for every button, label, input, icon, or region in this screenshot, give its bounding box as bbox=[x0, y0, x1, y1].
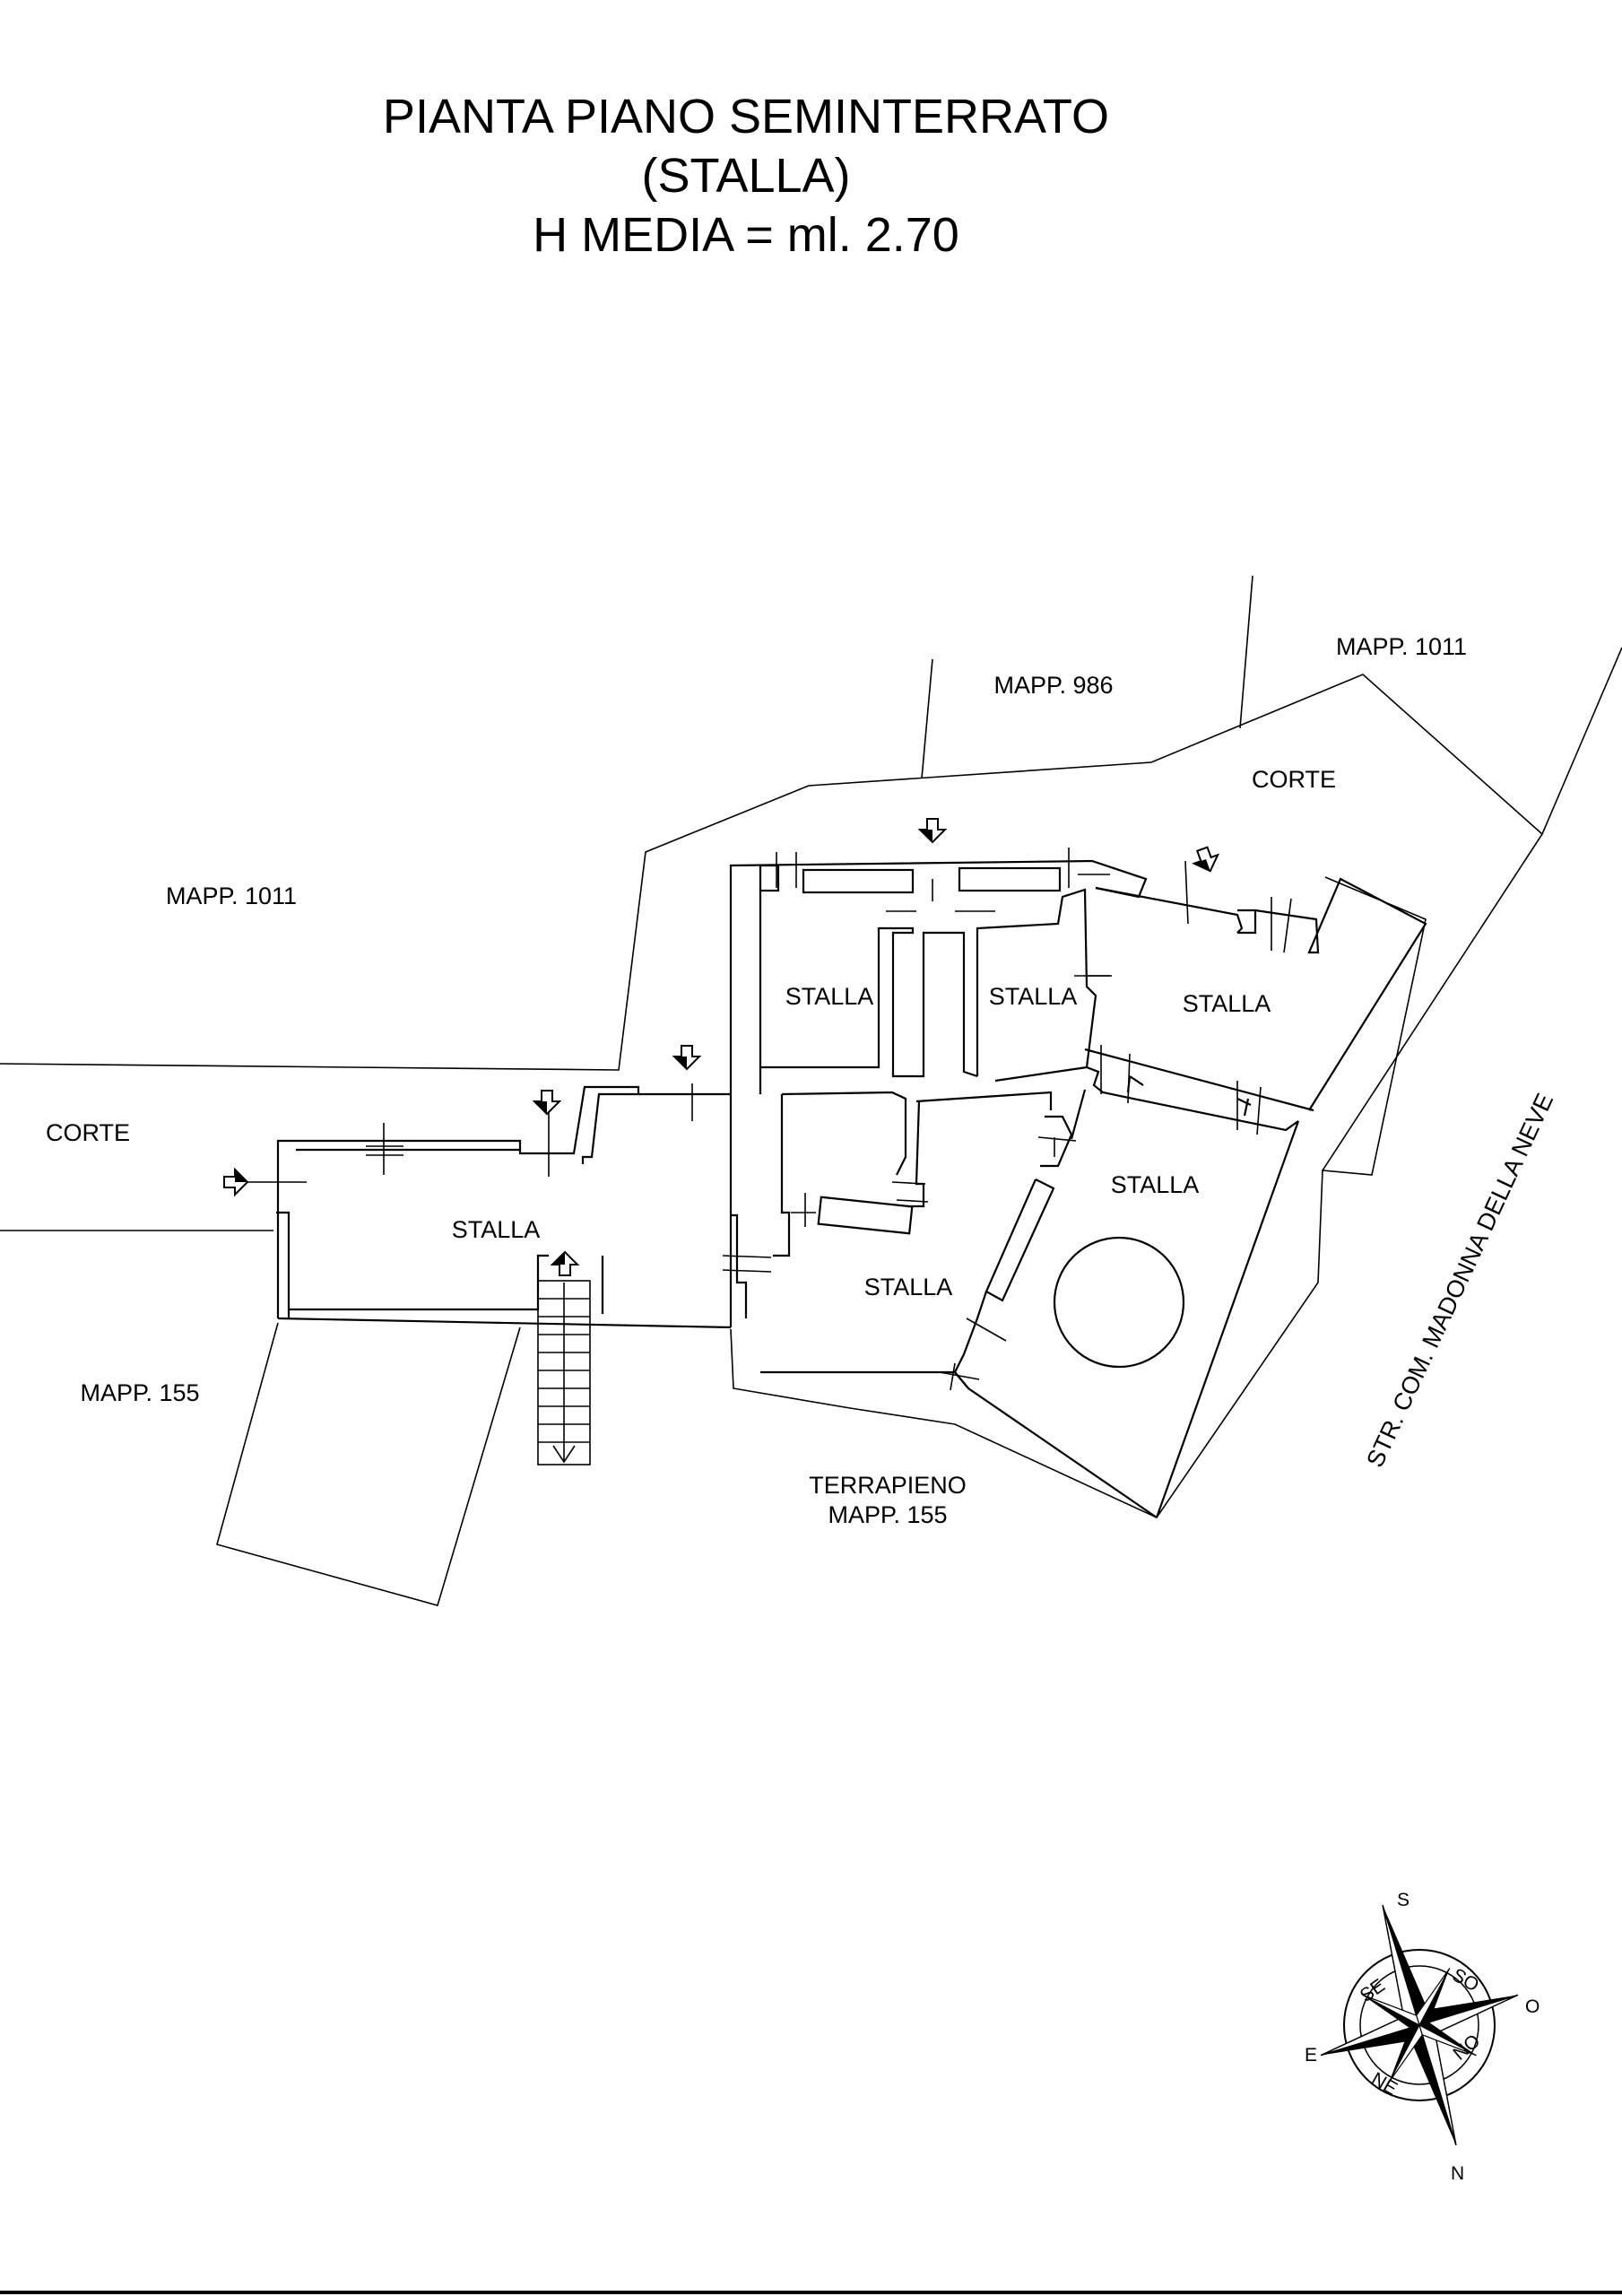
staircase-icon bbox=[537, 1280, 591, 1465]
door-arrow-icon bbox=[1192, 846, 1220, 873]
compass-s: S bbox=[1397, 1890, 1409, 1910]
title-line-1: PIANTA PIANO SEMINTERRATO bbox=[383, 90, 1109, 144]
door-arrow-icon bbox=[550, 1250, 580, 1276]
label-stalla-3: STALLA bbox=[1183, 990, 1271, 1017]
property-boundaries bbox=[0, 575, 1622, 1606]
compass-n: N bbox=[1451, 2163, 1464, 2184]
title-line-2: (STALLA) bbox=[641, 149, 850, 203]
label-mapp-1011-left: MAPP. 1011 bbox=[166, 883, 297, 909]
label-street: STR. COM. MADONNA DELLA NEVE bbox=[1361, 1089, 1558, 1471]
door-arrows bbox=[223, 818, 1220, 1276]
label-mapp-1011-top: MAPP. 1011 bbox=[1336, 633, 1467, 660]
label-corte-top: CORTE bbox=[1252, 766, 1336, 793]
building-walls bbox=[276, 859, 1427, 1518]
label-mapp-155-bottom: MAPP. 155 bbox=[828, 1501, 947, 1528]
plan-labels: MAPP. 986 MAPP. 1011 MAPP. 1011 CORTE CO… bbox=[46, 633, 1558, 1528]
opening-marks bbox=[366, 848, 1292, 1391]
compass-no: NO bbox=[1449, 2031, 1484, 2065]
label-stalla-5: STALLA bbox=[452, 1216, 541, 1243]
label-corte-left: CORTE bbox=[46, 1119, 130, 1146]
compass-rose-icon: S N E O SE SO NE NO bbox=[1305, 1890, 1540, 2184]
label-terrapieno: TERRAPIENO bbox=[809, 1472, 967, 1499]
door-arrow-icon bbox=[223, 1167, 307, 1197]
label-stalla-4: STALLA bbox=[1111, 1171, 1200, 1198]
door-arrow-icon bbox=[917, 818, 948, 844]
label-stalla-6: STALLA bbox=[864, 1274, 953, 1300]
door-arrow-icon bbox=[532, 1090, 562, 1116]
compass-so: SO bbox=[1449, 1964, 1483, 1996]
label-mapp-986: MAPP. 986 bbox=[993, 672, 1113, 699]
door-arrow-icon bbox=[672, 1045, 702, 1071]
label-mapp-155-left: MAPP. 155 bbox=[80, 1379, 199, 1406]
label-stalla-2: STALLA bbox=[989, 983, 1078, 1010]
compass-se: SE bbox=[1357, 1975, 1389, 2006]
compass-e: E bbox=[1305, 2045, 1317, 2066]
compass-o: O bbox=[1525, 1996, 1540, 2017]
plan-title: PIANTA PIANO SEMINTERRATO (STALLA) H MED… bbox=[383, 90, 1109, 262]
label-stalla-1: STALLA bbox=[785, 983, 874, 1010]
title-line-3: H MEDIA = ml. 2.70 bbox=[533, 208, 959, 262]
